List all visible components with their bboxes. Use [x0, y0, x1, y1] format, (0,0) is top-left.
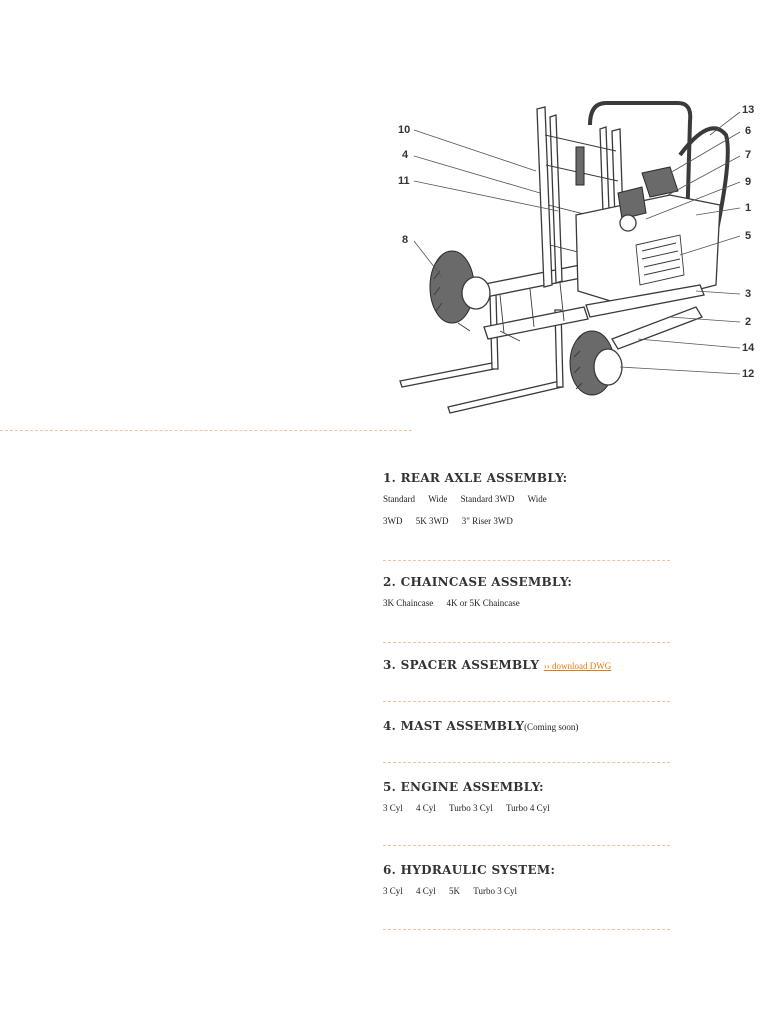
rear-tread — [573, 334, 583, 390]
rear-axle-options-row-1: Standard Wide Standard 3WD Wide — [383, 494, 683, 505]
option-hydraulic-3cyl[interactable]: 3 Cyl — [383, 886, 403, 896]
spacer-section: 3. SPACER ASSEMBLY ›› download DWG — [383, 658, 683, 672]
section-title-mast: 4. MAST ASSEMBLY(Coming soon) — [383, 719, 683, 733]
diagram-divider — [0, 430, 412, 431]
hydraulic-options-row: 3 Cyl 4 Cyl 5K Turbo 3 Cyl — [383, 886, 683, 897]
leader-4 — [413, 155, 541, 194]
callout-8: 8 — [402, 234, 408, 246]
leader-1 — [695, 207, 741, 216]
option-engine-3cyl[interactable]: 3 Cyl — [383, 803, 403, 813]
callout-4: 4 — [402, 149, 409, 161]
callout-1: 1 — [745, 202, 751, 214]
rear-axle — [611, 306, 703, 350]
callout-2: 2 — [745, 316, 751, 328]
option-3wd[interactable]: 3WD — [383, 516, 403, 526]
tine-detail — [457, 322, 521, 342]
section-title-rear-axle: 1. REAR AXLE ASSEMBLY: — [383, 471, 568, 485]
left-fork — [399, 362, 495, 388]
option-engine-4cyl[interactable]: 4 Cyl — [416, 803, 436, 813]
option-standard[interactable]: Standard — [383, 494, 415, 504]
carriage-bars — [499, 282, 565, 334]
engine-top — [617, 186, 647, 220]
callout-9: 9 — [745, 176, 751, 188]
leader-6 — [669, 131, 741, 174]
engine-body — [575, 194, 721, 308]
section-divider-4 — [383, 762, 670, 763]
section-divider-2 — [383, 642, 670, 643]
forklift-illustration: 10 4 11 8 13 6 7 9 1 5 3 2 14 12 — [398, 101, 755, 414]
fuel-cap — [619, 214, 637, 232]
callout-7: 7 — [745, 149, 751, 161]
leader-3 — [695, 290, 741, 295]
callout-3: 3 — [745, 288, 751, 300]
mast-inner-left — [549, 114, 563, 284]
leader-10 — [413, 129, 537, 172]
mast-section: 4. MAST ASSEMBLY(Coming soon) — [383, 719, 683, 733]
chaincase-options-row: 3K Chaincase 4K or 5K Chaincase — [383, 598, 683, 609]
rear-axle-section: 1. REAR AXLE ASSEMBLY: Standard Wide Sta… — [383, 471, 683, 527]
carriage-top — [479, 264, 587, 298]
right-fork — [447, 380, 563, 414]
section-divider-5 — [383, 845, 670, 846]
option-3k-chaincase[interactable]: 3K Chaincase — [383, 598, 434, 608]
leader-5 — [679, 235, 741, 256]
option-hydraulic-5k[interactable]: 5K — [449, 886, 461, 896]
right-fork-shank — [554, 309, 564, 388]
hydraulic-section: 6. HYDRAULIC SYSTEM: 3 Cyl 4 Cyl 5K Turb… — [383, 863, 683, 897]
option-engine-turbo-3cyl[interactable]: Turbo 3 Cyl — [449, 803, 493, 813]
section-divider-3 — [383, 701, 670, 702]
engine-block — [641, 166, 679, 198]
section-divider-1 — [383, 560, 670, 561]
front-hub — [461, 276, 491, 310]
leader-7 — [667, 155, 741, 196]
option-5k-3wd[interactable]: 5K 3WD — [415, 516, 449, 526]
option-3in-riser-3wd[interactable]: 3" Riser 3WD — [461, 516, 513, 526]
callout-6: 6 — [745, 125, 751, 137]
option-4k-5k-chaincase[interactable]: 4K or 5K Chaincase — [446, 598, 520, 608]
roll-cage-rear — [678, 126, 730, 266]
forklift-parts-diagram: 10 4 11 8 13 6 7 9 1 5 3 2 14 12 — [380, 95, 768, 425]
section-title-spacer: 3. SPACER ASSEMBLY ›› download DWG — [383, 658, 683, 672]
leader-12 — [619, 366, 741, 375]
mast-left-rail — [536, 106, 553, 288]
option-hydraulic-turbo-3cyl[interactable]: Turbo 3 Cyl — [473, 886, 517, 896]
section-title-spacer-text: 3. SPACER ASSEMBLY — [383, 658, 540, 672]
option-hydraulic-4cyl[interactable]: 4 Cyl — [416, 886, 436, 896]
chassis-frame — [585, 284, 705, 318]
leader-14 — [637, 338, 741, 349]
callout-5: 5 — [745, 230, 751, 242]
roll-cage-main — [588, 101, 693, 266]
coming-soon-note: (Coming soon) — [524, 722, 579, 732]
section-title-engine: 5. ENGINE ASSEMBLY: — [383, 780, 544, 794]
chaincase-section: 2. CHAINCASE ASSEMBLY: 3K Chaincase 4K o… — [383, 575, 683, 609]
leader-8 — [413, 240, 443, 278]
rear-hub — [593, 348, 623, 386]
callout-13: 13 — [742, 104, 754, 116]
callout-12: 12 — [742, 368, 754, 380]
leader-13 — [709, 111, 741, 136]
option-wide-3wd-part[interactable]: Wide — [527, 494, 547, 504]
grill-lines — [641, 242, 681, 276]
option-engine-turbo-4cyl[interactable]: Turbo 4 Cyl — [505, 803, 550, 813]
lift-cylinder — [575, 146, 585, 186]
section-title-mast-text: 4. MAST ASSEMBLY — [383, 719, 525, 733]
section-title-hydraulic: 6. HYDRAULIC SYSTEM: — [383, 863, 556, 877]
carriage-bottom — [483, 306, 589, 340]
front-tread — [433, 254, 443, 312]
leader-9 — [645, 181, 741, 220]
engine-section: 5. ENGINE ASSEMBLY: 3 Cyl 4 Cyl Turbo 3 … — [383, 780, 683, 814]
engine-options-row: 3 Cyl 4 Cyl Turbo 3 Cyl Turbo 4 Cyl — [383, 803, 683, 814]
callout-14: 14 — [742, 342, 755, 354]
leader-11 — [413, 180, 559, 212]
section-title-chaincase: 2. CHAINCASE ASSEMBLY: — [383, 575, 573, 589]
option-wide[interactable]: Wide — [428, 494, 448, 504]
download-dwg-link[interactable]: ›› download DWG — [543, 661, 612, 671]
callout-10: 10 — [398, 124, 410, 136]
callout-11: 11 — [398, 175, 410, 187]
section-divider-6 — [383, 929, 670, 930]
rear-axle-options-row-2: 3WD 5K 3WD 3" Riser 3WD — [383, 516, 683, 527]
radiator-grill — [635, 234, 685, 286]
leader-2 — [669, 316, 741, 323]
option-standard-3wd[interactable]: Standard 3WD — [460, 494, 515, 504]
